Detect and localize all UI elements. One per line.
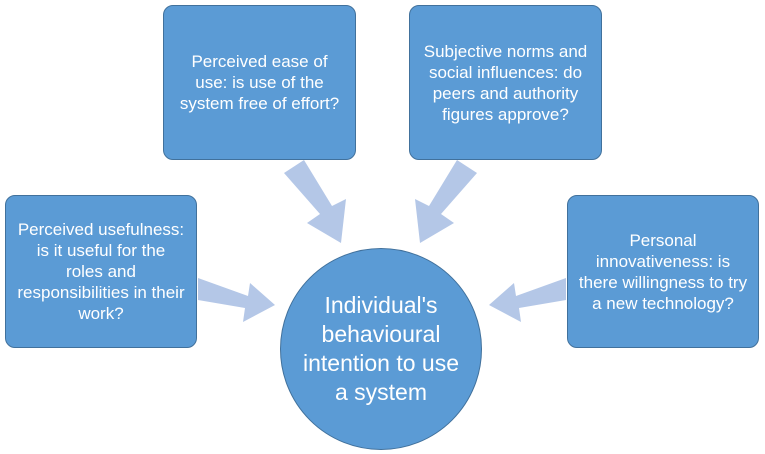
perceived-ease-of-use-text: Perceived ease of use: is use of the sys…: [179, 52, 340, 113]
perceived-ease-of-use-box: Perceived ease of use: is use of the sys…: [163, 5, 356, 160]
arrow-norms-to-center: [415, 160, 477, 243]
arrow-useful-to-center: [198, 278, 275, 322]
personal-innovativeness-box: Personal innovativeness: is there willin…: [567, 195, 759, 348]
perceived-usefulness-box: Perceived usefulness: is it useful for t…: [5, 195, 197, 348]
arrow-ease-to-center: [284, 160, 346, 243]
subjective-norms-text: Subjective norms and social influences: …: [423, 41, 588, 124]
behavioural-intention-text: Individual's behavioural intention to us…: [302, 292, 459, 405]
perceived-usefulness-text: Perceived usefulness: is it useful for t…: [17, 220, 185, 323]
arrow-innov-to-center: [489, 278, 566, 322]
subjective-norms-box: Subjective norms and social influences: …: [409, 5, 602, 160]
personal-innovativeness-text: Personal innovativeness: is there willin…: [578, 230, 748, 313]
behavioural-intention-circle: Individual's behavioural intention to us…: [280, 248, 482, 450]
